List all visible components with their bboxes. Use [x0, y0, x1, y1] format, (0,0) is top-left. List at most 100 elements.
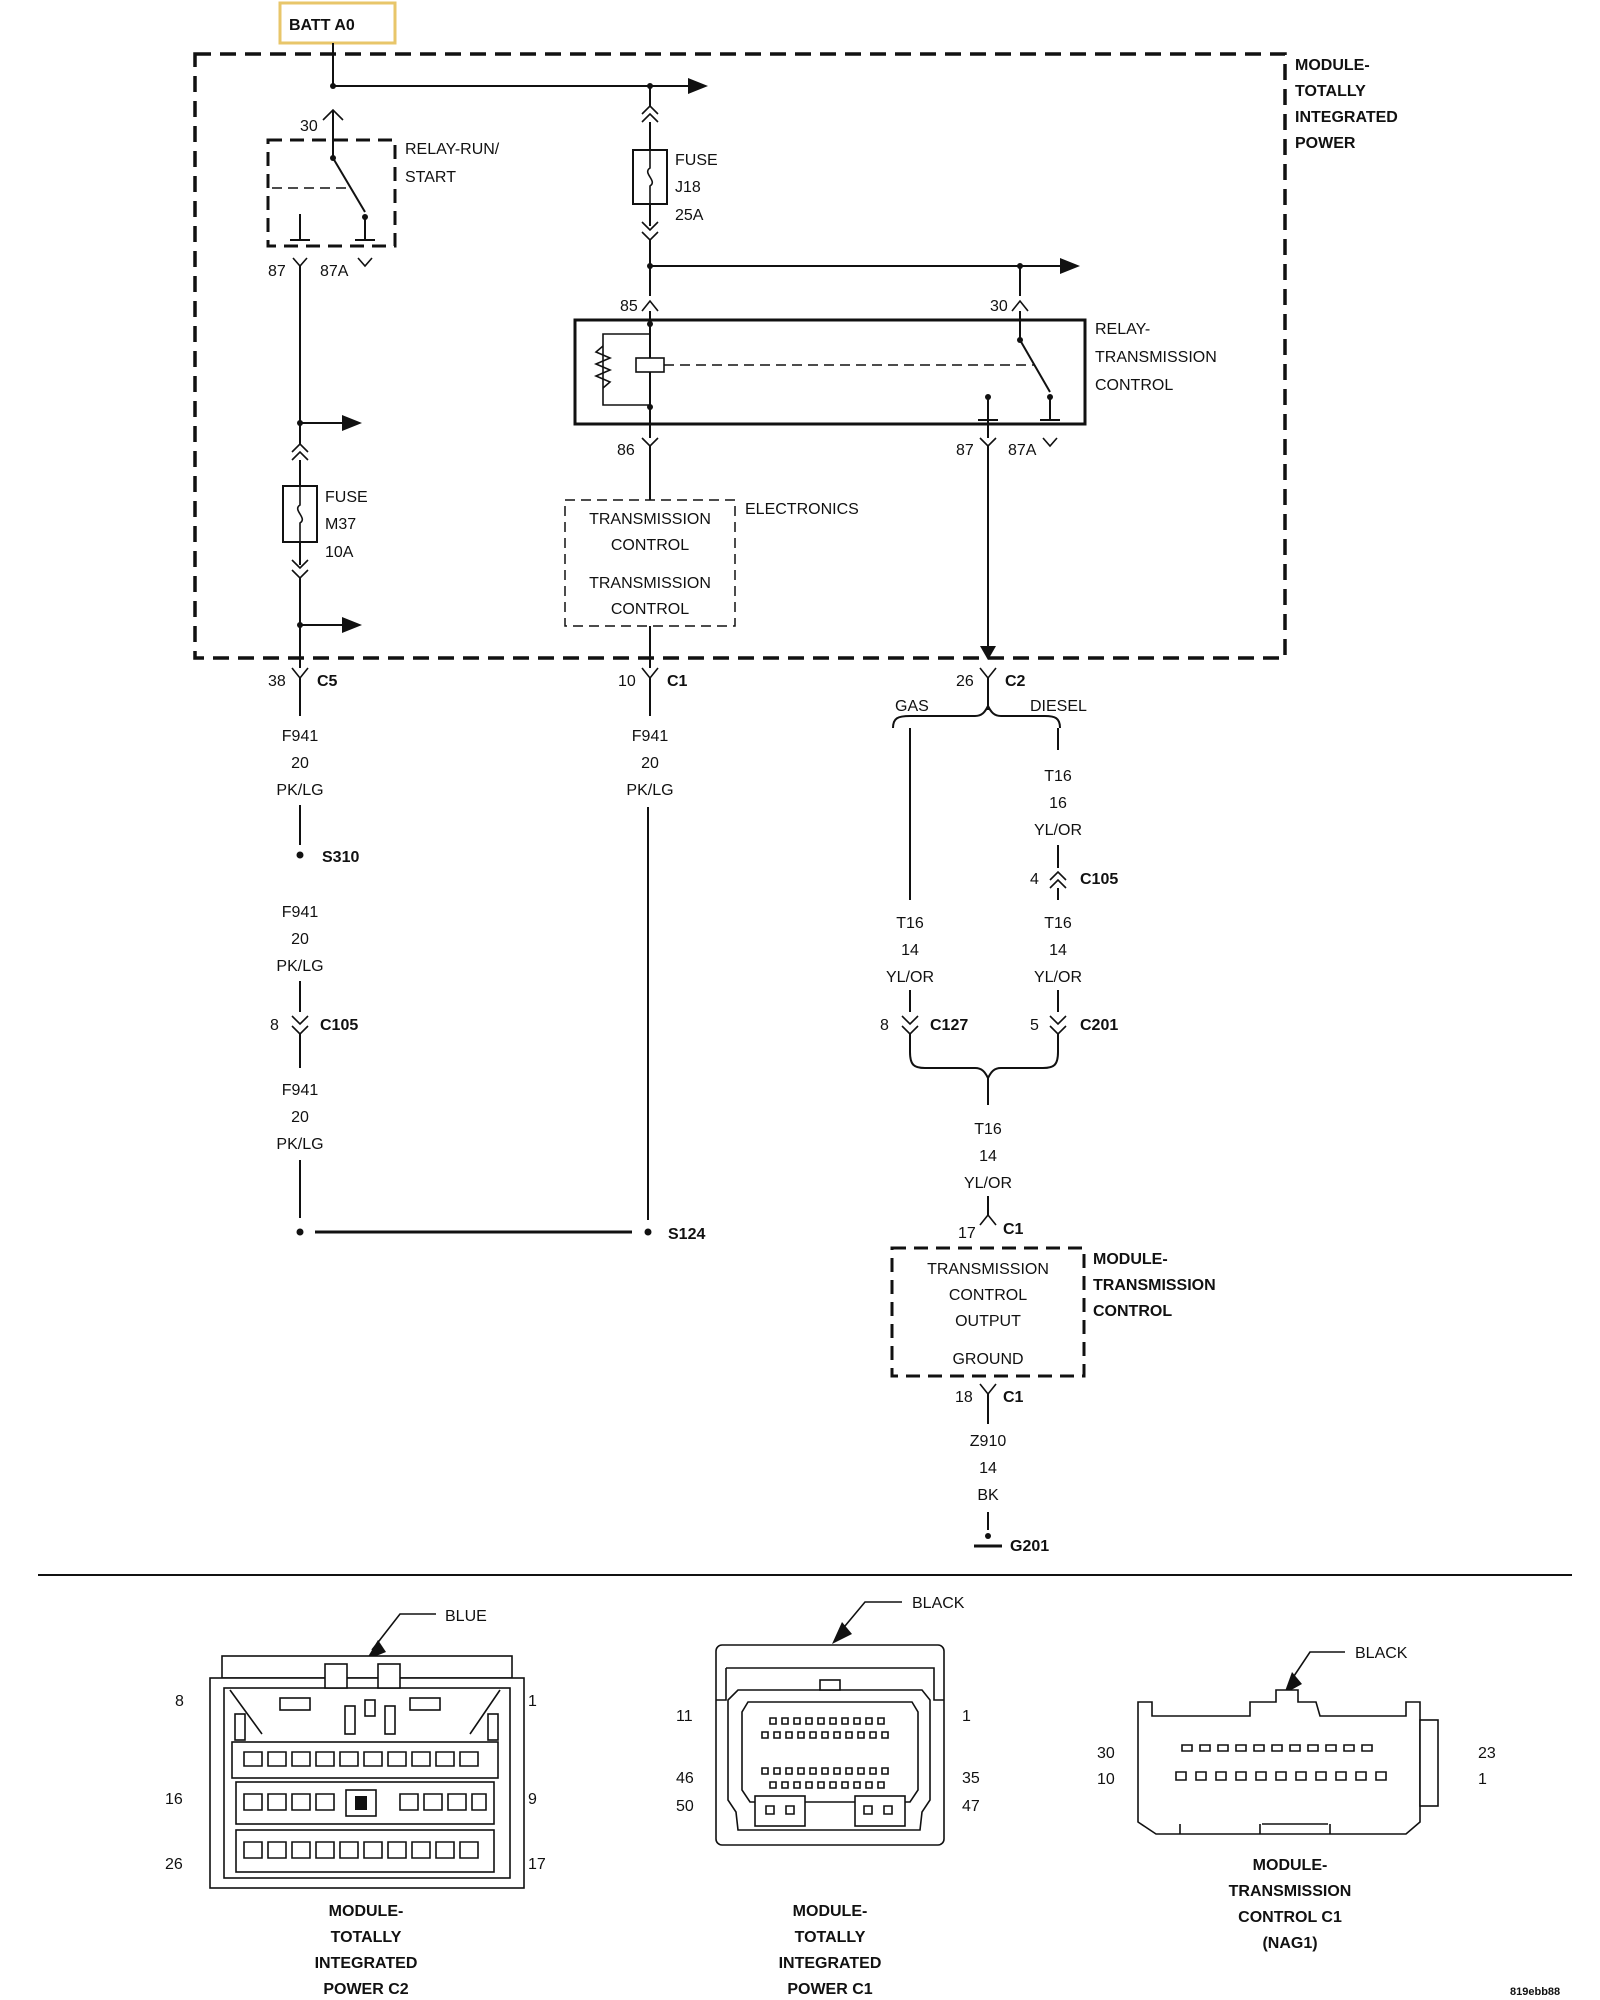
battery-label: BATT A0 [289, 17, 355, 34]
diesel-lower-gauge: 14 [1049, 942, 1067, 959]
connector-view-tcm-c1: BLACK 30 23 10 1 MODULE- TRANSMISSION CO… [1097, 1645, 1496, 1952]
merged-color: YL/OR [964, 1175, 1012, 1192]
tcm-line3: OUTPUT [955, 1313, 1021, 1330]
tipm-title-line2: TOTALLY [1295, 83, 1366, 100]
fuse-m37-label-line2: M37 [325, 516, 356, 533]
relay-run-start-pin87a: 87A [320, 263, 349, 280]
splice-s124: S124 [668, 1226, 705, 1243]
c2-caption-line4: POWER C2 [323, 1981, 408, 1998]
c2-pin-top-left: 8 [175, 1693, 184, 1710]
electronics-boundary [564, 499, 736, 627]
tcm-boundary [890, 1246, 1086, 1378]
c1-pin-mid-right: 35 [962, 1770, 980, 1787]
electronics-line3: TRANSMISSION [589, 575, 711, 592]
ground-g201: G201 [1010, 1538, 1049, 1555]
c2-color-label: BLUE [445, 1608, 487, 1625]
c1-name: C1 [667, 673, 688, 690]
electronics-line1: TRANSMISSION [589, 511, 711, 528]
c127-pin: 8 [880, 1017, 889, 1034]
w3-circuit: F941 [282, 1082, 319, 1099]
w2-color: PK/LG [276, 958, 323, 975]
tcm-title-line3: CONTROL [1093, 1303, 1172, 1320]
tcm-c1-caption-line4: (NAG1) [1262, 1935, 1317, 1952]
c2-caption-line2: TOTALLY [331, 1929, 402, 1946]
tcm-c1-caption-line1: MODULE- [1253, 1857, 1328, 1874]
c2-pin-bottom-left: 26 [165, 1856, 183, 1873]
relay-run-start: 30 RELAY-RUN/ START 87 87A [266, 108, 500, 280]
w4-circuit: F941 [632, 728, 669, 745]
w2-gauge: 20 [291, 931, 309, 948]
electronics-title: ELECTRONICS [745, 501, 859, 518]
tcm-c1-caption-line3: CONTROL C1 [1238, 1909, 1342, 1926]
relay-trans-title-line3: CONTROL [1095, 377, 1173, 394]
diesel-lower-circuit: T16 [1044, 915, 1072, 932]
c1-caption-line1: MODULE- [793, 1903, 868, 1920]
relay-trans-coil [635, 357, 665, 373]
gas-circuit: T16 [896, 915, 924, 932]
splice-s310: S310 [322, 849, 359, 866]
relay-trans-pin86: 86 [617, 442, 635, 459]
diesel-upper-gauge: 16 [1049, 795, 1067, 812]
fuse-j18-label-line3: 25A [675, 207, 704, 224]
tcm-c1-pin-top-right: 23 [1478, 1745, 1496, 1762]
relay-run-start-title-line2: START [405, 169, 456, 186]
relay-run-start-title-line1: RELAY-RUN/ [405, 141, 500, 158]
c1-caption-line4: POWER C1 [787, 1981, 872, 1998]
electronics-line4: CONTROL [611, 601, 689, 618]
battery-label-box [278, 1, 397, 45]
relay-trans-pin85: 85 [620, 298, 638, 315]
relay-trans-title-line1: RELAY- [1095, 321, 1150, 338]
tcm-c1-color-label: BLACK [1355, 1645, 1408, 1662]
c2-pin-mid-right: 9 [528, 1791, 537, 1808]
tcm-line1: TRANSMISSION [927, 1261, 1049, 1278]
c1-color-label: BLACK [912, 1595, 965, 1612]
c1-pin: 10 [618, 673, 636, 690]
relay-transmission-control: 85 30 RELAY- TRANSMISSION CONTROL 86 87 … [573, 298, 1217, 459]
fuse-m37-label-line1: FUSE [325, 489, 368, 506]
c201-name: C201 [1080, 1017, 1118, 1034]
merged-gauge: 14 [979, 1148, 997, 1165]
c1-pin-top-right: 1 [962, 1708, 971, 1725]
c105-right-name: C105 [1080, 871, 1118, 888]
c5-name: C5 [317, 673, 338, 690]
ground-color: BK [977, 1487, 999, 1504]
battery-feed: BATT A0 [278, 1, 708, 94]
tcm-c1-top-pin: 17 [958, 1225, 976, 1242]
relay-run-start-pin30: 30 [300, 118, 318, 135]
connector-view-c2: BLUE 8 1 16 9 26 17 MODULE- TOTALLY INTE… [165, 1608, 546, 1998]
connector-view-c1: BLACK 11 1 46 35 50 47 MODULE- TOTALLY I… [676, 1595, 980, 1998]
c2-name: C2 [1005, 673, 1026, 690]
c2-pin-top-right: 1 [528, 1693, 537, 1710]
c5-pin: 38 [268, 673, 286, 690]
tcm-c1-pin-bottom-right: 1 [1478, 1771, 1487, 1788]
gas-diesel-branch: GAS DIESEL T16 14 YL/OR 8 C127 T16 16 YL… [880, 678, 1118, 1242]
tcm-c1-top-name: C1 [1003, 1221, 1024, 1238]
relay-trans-pin87a: 87A [1008, 442, 1037, 459]
w1-circuit: F941 [282, 728, 319, 745]
relay-trans-box [573, 318, 1087, 426]
w3-gauge: 20 [291, 1109, 309, 1126]
c1-caption-line2: TOTALLY [795, 1929, 866, 1946]
tcm-title-line2: TRANSMISSION [1093, 1277, 1216, 1294]
tipm-module-label: MODULE- TOTALLY INTEGRATED POWER [1295, 57, 1398, 152]
ground-gauge: 14 [979, 1460, 997, 1477]
tipm-title-line1: MODULE- [1295, 57, 1370, 74]
relay-trans-pin87: 87 [956, 442, 974, 459]
c105-left-pin: 8 [270, 1017, 279, 1034]
tcm-c1-caption-line2: TRANSMISSION [1229, 1883, 1352, 1900]
c2-pin-mid-left: 16 [165, 1791, 183, 1808]
middle-wire-column: F941 20 PK/LG [626, 678, 674, 1220]
relay-trans-pin30: 30 [990, 298, 1008, 315]
c1-pin-bottom-right: 47 [962, 1798, 980, 1815]
electronics-box: ELECTRONICS TRANSMISSION CONTROL TRANSMI… [564, 446, 859, 668]
c105-right-pin: 4 [1030, 871, 1039, 888]
c1-pin-bottom-left: 50 [676, 1798, 694, 1815]
relay-run-start-box [266, 138, 397, 248]
c105-left-name: C105 [320, 1017, 358, 1034]
gas-gauge: 14 [901, 942, 919, 959]
fuse-j18: FUSE J18 25A [632, 86, 718, 242]
c127-name: C127 [930, 1017, 968, 1034]
electronics-line2: CONTROL [611, 537, 689, 554]
tipm-title-line3: INTEGRATED [1295, 109, 1398, 126]
